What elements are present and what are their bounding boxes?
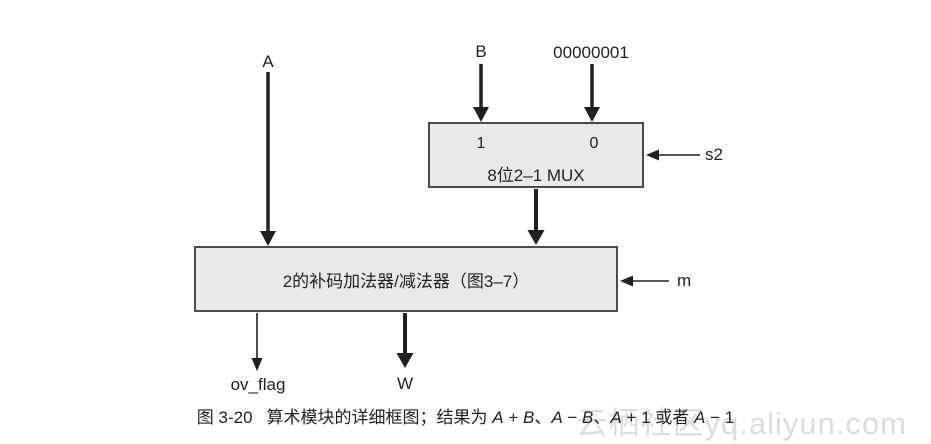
- caption-text: +: [503, 408, 523, 427]
- caption-text: + 1 或者: [621, 408, 695, 427]
- caption-variable: A: [551, 408, 563, 427]
- arrow-input-b: [473, 64, 489, 122]
- output-w-label: W: [396, 374, 414, 393]
- output-ovflag-label: ov_flag: [230, 375, 286, 394]
- arrow-select-s2: [646, 149, 700, 161]
- adder-subtractor-title: 2的补码加法器/减法器（图3–7）: [282, 271, 530, 291]
- arrow-input-a: [260, 72, 276, 246]
- arrow-mux-to-adder: [527, 189, 545, 245]
- arrow-mode-m: [620, 275, 669, 287]
- arrow-output-ovflag: [251, 313, 263, 371]
- arrow-output-w: [396, 313, 414, 368]
- caption-variable: A: [610, 408, 622, 427]
- arrow-input-const: [584, 64, 600, 122]
- adder-subtractor-block: 2的补码加法器/减法器（图3–7）: [194, 246, 618, 312]
- input-const-label: 00000001: [553, 43, 629, 62]
- caption-variable: B: [582, 408, 594, 427]
- watermark-text: 云栖社区yq.aliyun.com: [576, 406, 907, 441]
- caption-text: 、: [534, 408, 552, 427]
- caption-text: −: [562, 408, 583, 427]
- adder-mode-m-label: m: [677, 271, 692, 290]
- mux-select-s2-label: s2: [705, 145, 723, 164]
- caption-text: − 1: [705, 408, 735, 427]
- figure-caption-body: 算术模块的详细框图；结果为 A + B、A − B、A + 1 或者 A − 1: [267, 408, 735, 427]
- caption-text: 、: [593, 408, 611, 427]
- mux-title: 8位2–1 MUX: [487, 166, 585, 185]
- input-a-label: A: [262, 52, 274, 71]
- caption-variable: A: [694, 408, 706, 427]
- mux-block: 1 0 8位2–1 MUX: [428, 122, 644, 188]
- caption-text: 算术模块的详细框图；结果为: [266, 408, 493, 427]
- mux-input-0-label: 0: [589, 135, 599, 152]
- figure-number-label: 图 3-20: [196, 408, 253, 427]
- caption-variable: B: [522, 408, 535, 427]
- input-b-label: B: [475, 42, 487, 61]
- caption-variable: A: [492, 408, 504, 427]
- mux-input-1-label: 1: [476, 135, 486, 152]
